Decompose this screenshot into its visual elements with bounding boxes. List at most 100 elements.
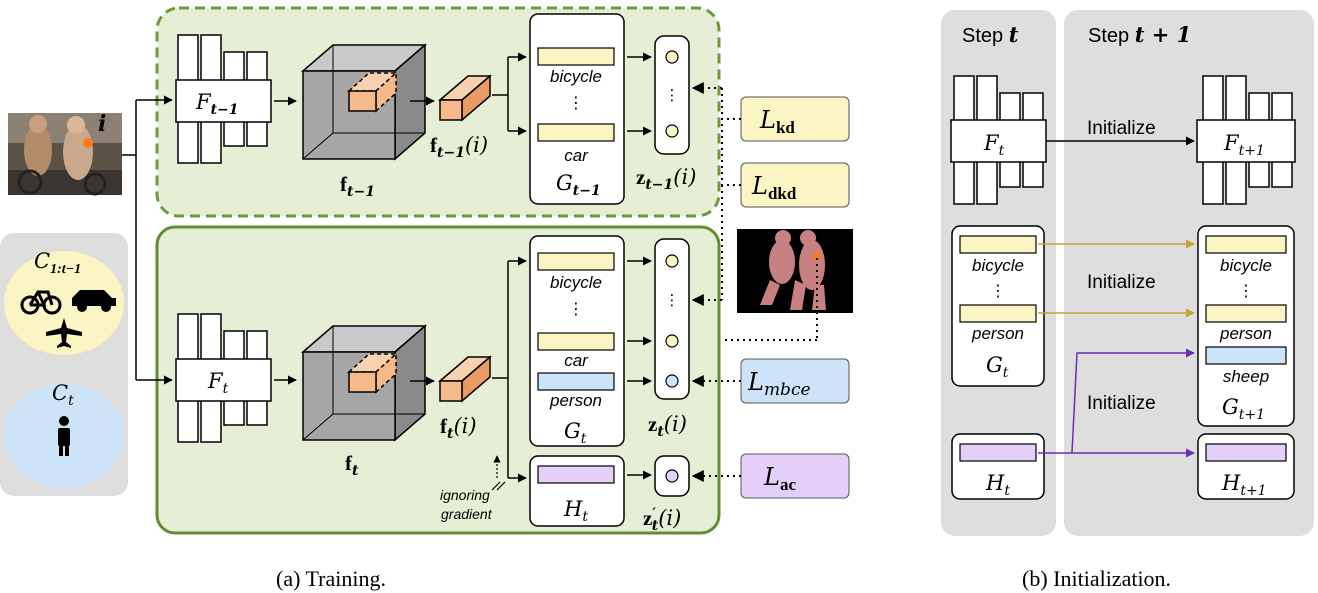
- new-backbone-label: Ft: [207, 369, 229, 397]
- pixel-index-label: i: [98, 111, 106, 137]
- new-class-name-person: person: [549, 391, 602, 410]
- classifier-to-logit-arrows: [627, 52, 652, 480]
- loss-ac: Lac: [740, 453, 850, 499]
- new-class-vector-person: [537, 372, 615, 391]
- new-pixel-feature-label: ft(i): [440, 414, 477, 442]
- ground-truth-mask: [737, 229, 853, 313]
- old-class-name-car: car: [564, 146, 589, 165]
- classifier-t1-class-bicycle: bicycle: [1220, 256, 1272, 275]
- new-class-vector-bicycle: [537, 252, 615, 271]
- loss-mbce: Lmbce: [740, 358, 850, 404]
- training-caption: (a) Training.: [276, 566, 386, 591]
- step-t-label: Step t: [962, 22, 1019, 47]
- loss-ac-label: Lac: [763, 463, 796, 494]
- old-class-vector-bicycle: [537, 47, 615, 66]
- ignoring-gradient-mark: [491, 455, 506, 491]
- aux-logits-label: z′t(i): [643, 506, 681, 534]
- classifier-t-ellipsis: ⋮: [990, 283, 1006, 300]
- classifier-t1-class-sheep: sheep: [1223, 367, 1269, 386]
- backbone-t1-label: Ft+1: [1223, 131, 1265, 159]
- aux-t-vector: [959, 443, 1037, 462]
- backbone-t: [950, 75, 1047, 205]
- classifier-t-vector-bicycle: [959, 235, 1037, 254]
- aux-logit: [665, 469, 679, 483]
- old-class-ellipsis: ⋮: [568, 95, 584, 112]
- old-feature-map: [300, 43, 428, 161]
- bicycle-icon: [20, 290, 62, 315]
- new-logit-bicycle: [665, 254, 679, 268]
- new-classifier-label: Gt: [564, 419, 587, 447]
- new-pixel-feature: [437, 355, 493, 403]
- classifier-t1-ellipsis: ⋮: [1238, 283, 1254, 300]
- backbone-t-label: Ft: [983, 131, 1005, 159]
- new-feature-map-label: ft: [345, 451, 359, 479]
- new-class-vector-car: [537, 332, 615, 351]
- step-t1-label: Step t + 1: [1088, 22, 1191, 47]
- old-classes-label: C1:t−1: [34, 249, 81, 277]
- loss-kd-label: Lkd: [759, 106, 795, 137]
- old-backbone: [175, 34, 272, 164]
- classifier-t1-class-person: person: [1219, 324, 1272, 343]
- person-icon: [58, 416, 70, 456]
- loss-mbce-label: Lmbce: [747, 368, 811, 400]
- old-class-vector-car: [537, 123, 615, 142]
- old-logit-car: [665, 124, 679, 138]
- aux-t-label: Ht: [985, 471, 1010, 499]
- airplane-icon: [46, 318, 82, 348]
- aux-t1-label: Ht+1: [1221, 471, 1267, 499]
- classifier-t1-label: Gt+1: [1222, 395, 1265, 423]
- new-logit-ellipsis: ⋮: [665, 292, 680, 309]
- loss-kd: Lkd: [740, 96, 850, 142]
- classifier-t-class-bicycle: bicycle: [972, 256, 1024, 275]
- car-icon: [72, 290, 116, 312]
- old-class-name-bicycle: bicycle: [550, 67, 602, 86]
- new-class-ellipsis: ⋮: [568, 301, 584, 318]
- aux-vector: [537, 465, 615, 484]
- old-logits: [654, 35, 690, 155]
- new-logit-car: [665, 334, 679, 348]
- new-branch-arrows: [492, 256, 527, 483]
- new-feature-map: [300, 324, 428, 442]
- old-pixel-feature: [437, 74, 493, 122]
- classifier-t1-vector-person: [1205, 304, 1287, 323]
- ignoring-gradient-label-2: gradient: [441, 506, 493, 522]
- old-classifier-label: Gt−1: [556, 171, 601, 199]
- new-logits: [654, 238, 690, 400]
- init-backbone-label: Initialize: [1087, 118, 1156, 139]
- old-classes-ellipse: [4, 251, 124, 355]
- old-logit-ellipsis: ⋮: [665, 87, 680, 104]
- purple-init-arrows: [1038, 348, 1195, 458]
- new-logits-label: zt(i): [648, 412, 687, 440]
- aux-classifier-label: Ht: [563, 497, 588, 525]
- loss-dkd-label: Ldkd: [751, 172, 797, 203]
- classifier-t-vector-person: [959, 304, 1037, 323]
- loss-kd-box: [740, 96, 850, 142]
- new-class-name-car: car: [564, 351, 589, 370]
- old-logit-bicycle: [665, 50, 679, 64]
- classifier-t1-vector-bicycle: [1205, 235, 1287, 254]
- old-pixel-feature-label: ft−1(i): [430, 133, 488, 161]
- new-logit-person: [665, 374, 679, 388]
- init-aux-label: Initialize: [1087, 393, 1156, 414]
- initialization-caption: (b) Initialization.: [1022, 566, 1171, 591]
- old-feature-map-label: ft−1: [340, 172, 375, 200]
- new-class-name-bicycle: bicycle: [550, 273, 602, 292]
- classifier-t-class-person: person: [971, 324, 1024, 343]
- classifier-t1: [1197, 225, 1295, 427]
- backbone-t1: [1196, 75, 1296, 205]
- init-classifier-label: Initialize: [1087, 272, 1156, 293]
- new-backbone: [175, 313, 272, 443]
- ignoring-gradient-label-1: ignoring: [440, 487, 490, 503]
- old-logits-label: zt−1(i): [636, 165, 696, 193]
- old-branch-arrows: [492, 52, 527, 136]
- classifier-t-label: Gt: [986, 353, 1009, 381]
- input-connectors: [122, 95, 173, 385]
- new-classes-label: Ct: [52, 381, 74, 409]
- input-image: [8, 113, 122, 196]
- loss-connectors: [691, 82, 818, 482]
- classifier-t1-vector-sheep: [1205, 346, 1287, 365]
- old-backbone-label: Ft−1: [195, 90, 239, 118]
- loss-dkd: Ldkd: [740, 162, 850, 208]
- aux-t1-vector: [1205, 443, 1287, 462]
